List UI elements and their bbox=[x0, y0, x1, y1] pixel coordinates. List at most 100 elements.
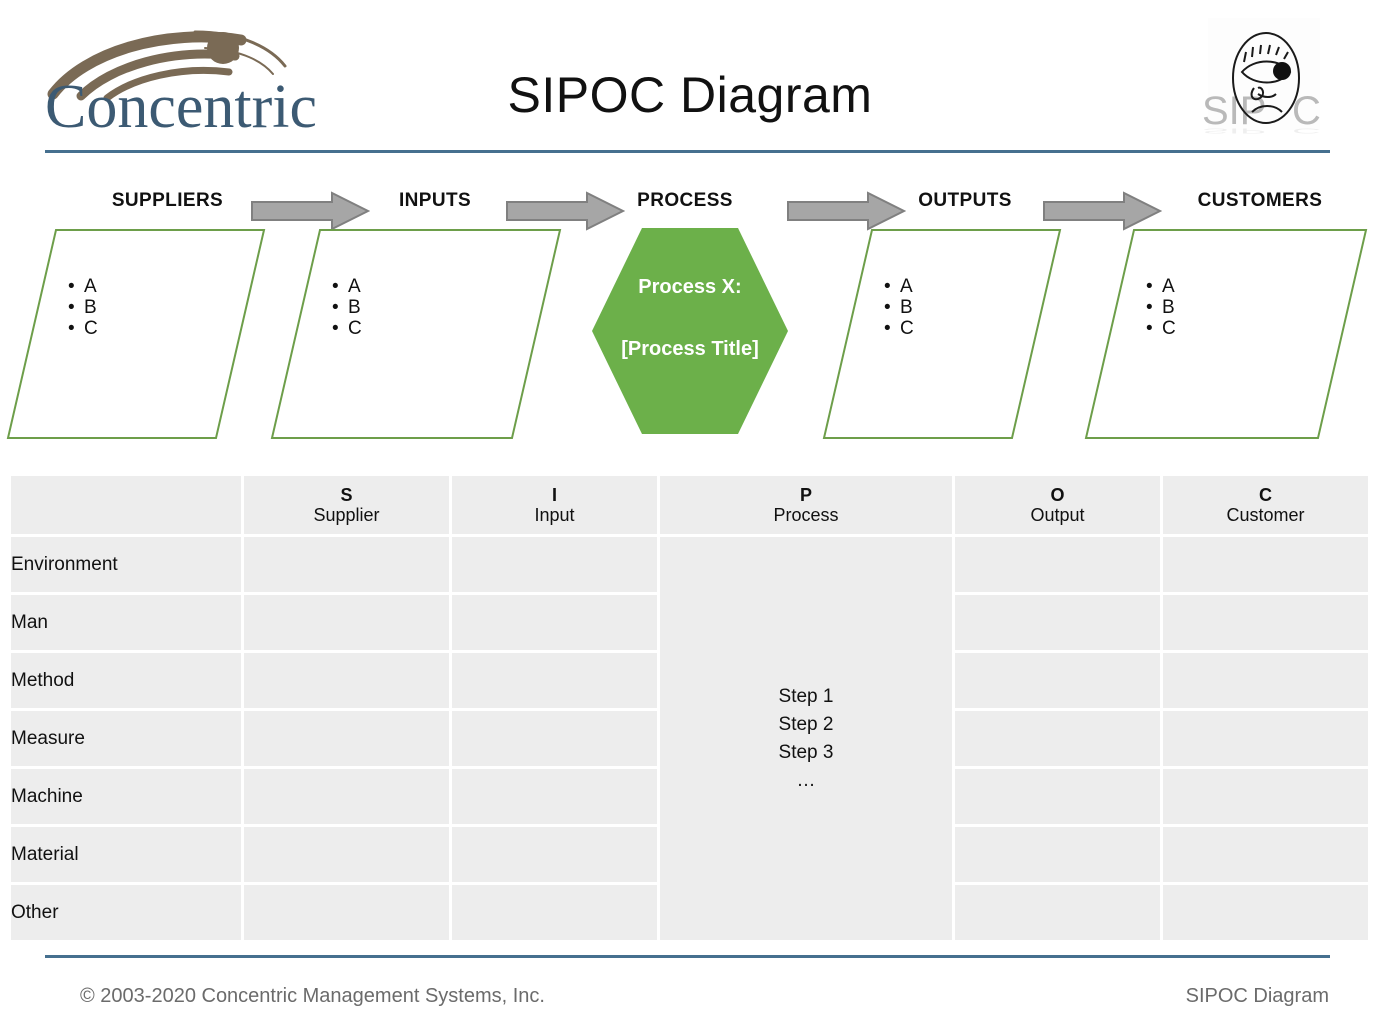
cell-input-method[interactable] bbox=[452, 653, 657, 708]
footer-divider bbox=[45, 955, 1330, 958]
row-label-man: Man bbox=[11, 595, 241, 650]
process-step: Step 1 bbox=[778, 685, 834, 707]
cell-customer-man[interactable] bbox=[1163, 595, 1368, 650]
suppliers-bullets: •A •B •C bbox=[68, 276, 98, 339]
row-label-material: Material bbox=[11, 827, 241, 882]
row-label-method: Method bbox=[11, 653, 241, 708]
flow-label-suppliers: SUPPLIERS bbox=[111, 190, 224, 211]
cell-supplier-method[interactable] bbox=[244, 653, 449, 708]
flow-label-process: PROCESS bbox=[637, 190, 733, 211]
column-header-output: O Output bbox=[955, 476, 1160, 534]
header-divider bbox=[45, 150, 1330, 153]
cell-input-measure[interactable] bbox=[452, 711, 657, 766]
cell-input-man[interactable] bbox=[452, 595, 657, 650]
svg-text:C: C bbox=[1292, 127, 1321, 135]
column-letter: I bbox=[551, 484, 557, 505]
column-letter: C bbox=[1259, 484, 1272, 505]
process-line-2: [Process Title] bbox=[621, 338, 759, 360]
flow-arrow-2 bbox=[505, 190, 625, 232]
table-row: Machine bbox=[11, 769, 1368, 824]
cell-customer-machine[interactable] bbox=[1163, 769, 1368, 824]
svg-text:SIP: SIP bbox=[1202, 127, 1266, 135]
cell-customer-material[interactable] bbox=[1163, 827, 1368, 882]
row-label-other: Other bbox=[11, 885, 241, 940]
sipoc-face-logo: SIP C SIP C bbox=[1196, 16, 1346, 148]
cell-supplier-measure[interactable] bbox=[244, 711, 449, 766]
column-letter: S bbox=[340, 484, 353, 505]
flow-arrow-1 bbox=[250, 190, 370, 232]
cell-supplier-material[interactable] bbox=[244, 827, 449, 882]
cell-supplier-other[interactable] bbox=[244, 885, 449, 940]
customers-bullets: •A •B •C bbox=[1146, 276, 1176, 339]
bullet-item: C bbox=[1162, 318, 1176, 339]
inputs-bullets: •A •B •C bbox=[332, 276, 362, 339]
column-header-input: I Input bbox=[452, 476, 657, 534]
table-row: Measure bbox=[11, 711, 1368, 766]
cell-customer-environment[interactable] bbox=[1163, 537, 1368, 592]
cell-supplier-man[interactable] bbox=[244, 595, 449, 650]
row-label-measure: Measure bbox=[11, 711, 241, 766]
flow-label-inputs: INPUTS bbox=[398, 190, 472, 211]
table-row: Environment Step 1 Step 2 Step 3 … bbox=[11, 537, 1368, 940]
outputs-shape bbox=[822, 228, 1062, 440]
process-step: Step 2 bbox=[778, 713, 834, 735]
page-header: Concentric SIPOC Diagram SIP C SIP C bbox=[0, 0, 1374, 156]
flow-label-customers: CUSTOMERS bbox=[1197, 190, 1323, 211]
cell-output-other[interactable] bbox=[955, 885, 1160, 940]
column-letter: P bbox=[799, 484, 812, 505]
outputs-bullets: •A •B •C bbox=[884, 276, 914, 339]
column-word: Output bbox=[1030, 505, 1085, 525]
column-word: Input bbox=[534, 505, 575, 525]
bullet-item: C bbox=[900, 318, 914, 339]
cell-input-environment[interactable] bbox=[452, 537, 657, 592]
process-hexagon bbox=[592, 228, 788, 434]
cell-process-steps[interactable]: Step 1 Step 2 Step 3 … bbox=[660, 537, 952, 940]
concentric-dot-icon bbox=[207, 32, 239, 64]
sipoc-table: S Supplier I Input P Process O Output C … bbox=[8, 473, 1371, 943]
table-header-row: S Supplier I Input P Process O Output C … bbox=[11, 476, 1368, 534]
column-header-process: P Process bbox=[660, 476, 952, 534]
sipoc-letters: SIP bbox=[1202, 89, 1266, 133]
bullet-item: B bbox=[900, 297, 913, 318]
cell-output-man[interactable] bbox=[955, 595, 1160, 650]
row-label-environment: Environment bbox=[11, 537, 241, 592]
cell-output-environment[interactable] bbox=[955, 537, 1160, 592]
table-row: Other bbox=[11, 885, 1368, 940]
process-step-ellipsis: … bbox=[796, 769, 816, 791]
cell-supplier-environment[interactable] bbox=[244, 537, 449, 592]
column-word: Process bbox=[773, 505, 839, 525]
bullet-item: A bbox=[900, 276, 913, 297]
bullet-item: A bbox=[84, 276, 97, 297]
cell-supplier-machine[interactable] bbox=[244, 769, 449, 824]
bullet-item: B bbox=[1162, 297, 1175, 318]
flow-arrow-4 bbox=[1042, 190, 1162, 232]
cell-output-machine[interactable] bbox=[955, 769, 1160, 824]
cell-customer-method[interactable] bbox=[1163, 653, 1368, 708]
cell-output-measure[interactable] bbox=[955, 711, 1160, 766]
column-header-customer: C Customer bbox=[1163, 476, 1368, 534]
face-reflection: SIP C bbox=[1202, 127, 1321, 135]
column-word: Customer bbox=[1226, 505, 1305, 525]
footer-copyright: © 2003-2020 Concentric Management System… bbox=[80, 985, 545, 1007]
flow-label-outputs: OUTPUTS bbox=[918, 190, 1012, 211]
table-row: Man bbox=[11, 595, 1368, 650]
inputs-shape bbox=[270, 228, 562, 440]
bullet-item: B bbox=[84, 297, 97, 318]
cell-output-method[interactable] bbox=[955, 653, 1160, 708]
suppliers-shape bbox=[6, 228, 266, 440]
cell-output-material[interactable] bbox=[955, 827, 1160, 882]
cell-input-machine[interactable] bbox=[452, 769, 657, 824]
cell-customer-measure[interactable] bbox=[1163, 711, 1368, 766]
concentric-logo: Concentric bbox=[45, 22, 315, 137]
cell-input-other[interactable] bbox=[452, 885, 657, 940]
column-header-supplier: S Supplier bbox=[244, 476, 449, 534]
cell-input-material[interactable] bbox=[452, 827, 657, 882]
page-title: SIPOC Diagram bbox=[507, 67, 873, 123]
table-row: Method bbox=[11, 653, 1368, 708]
process-step: Step 3 bbox=[778, 741, 834, 763]
table-corner-cell bbox=[11, 476, 241, 534]
customers-shape bbox=[1084, 228, 1368, 440]
footer-doc-name: SIPOC Diagram bbox=[1185, 985, 1329, 1007]
cell-customer-other[interactable] bbox=[1163, 885, 1368, 940]
bullet-item: A bbox=[348, 276, 361, 297]
